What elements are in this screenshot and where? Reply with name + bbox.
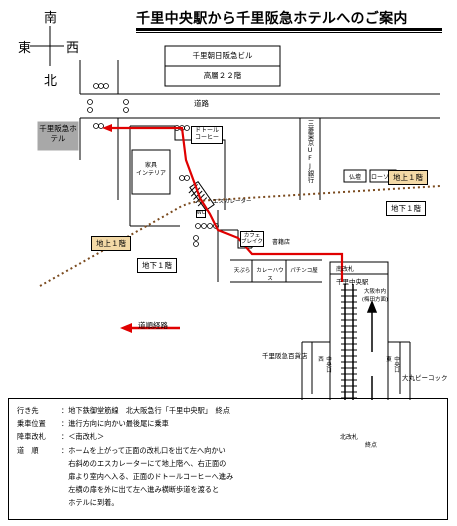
level-basement-left: 地下１階 <box>137 258 177 273</box>
building-floor: 高層２２階 <box>203 71 242 80</box>
interior-store <box>131 149 171 195</box>
lawson-label: ローソン <box>370 174 395 181</box>
level-basement-right: 地下１階 <box>386 201 426 216</box>
hotel-block <box>37 121 79 151</box>
title-underline-thin <box>136 32 442 33</box>
info-row-route-cont: 左横の扉を外に出て左へ進み横断歩道を渡ると <box>17 483 439 496</box>
north-gate-label: 北改札 <box>340 434 359 441</box>
building-name: 千里朝日阪急ビル <box>192 51 253 60</box>
info-label <box>17 457 61 470</box>
info-row-route: 道 順 ：ホームを上がって正面の改札口を出て左へ向かい <box>17 444 439 457</box>
rail-track <box>341 284 357 400</box>
station-box <box>329 261 389 400</box>
info-row-boarding: 乗車位置 ：進行方向に向かい最後尾に乗車 <box>17 417 439 430</box>
info-label: 降車改札 <box>17 432 46 442</box>
info-value: ：進行方向に向かい最後尾に乗車 <box>61 419 169 429</box>
info-value: 左横の扉を外に出て左へ進み横断歩道を渡ると <box>61 485 220 495</box>
info-label: 乗車位置 <box>17 419 46 429</box>
tempura-shop: 天ぷら <box>233 268 251 274</box>
doutor-coffee: ドトール コーヒー <box>191 126 223 144</box>
route-legend-label: 道順経路 <box>138 321 168 330</box>
south-gate-label: 南改札 <box>336 266 355 273</box>
directions-info-box: 行き先 ：地下鉄御堂筋線 北大阪急行「千里中央駅」 終点 乗車位置 ：進行方向に… <box>8 398 448 520</box>
escalator <box>188 180 215 212</box>
butsudan-label: 仏壇 <box>348 174 361 181</box>
info-label: 行き先 <box>17 406 39 415</box>
dept-store-label: 千里阪急百貨店 <box>262 352 308 360</box>
hotel-label: 千里阪急ホテル <box>39 124 77 143</box>
route-map <box>30 26 441 400</box>
info-row-destination: 行き先 ：地下鉄御堂筋線 北大阪急行「千里中央駅」 終点 <box>17 404 439 417</box>
page-title: 千里中央駅から千里阪急ホテルへのご案内 <box>136 11 408 27</box>
central-west-label: 中央口 西 <box>317 356 331 373</box>
pachinko-shop: パチンコ屋 <box>290 268 318 274</box>
wc-label: WC <box>196 210 206 218</box>
building-outline <box>130 125 226 210</box>
info-value: 扉より室内へ入る、正面のドトールコーヒーへ進み <box>61 472 234 482</box>
cafe-break: カフェ ブレイク <box>240 231 264 247</box>
info-row-gate: 降車改札 ：＜南改札＞ <box>17 430 439 443</box>
info-value: 右斜めのエスカレーターにて地上階へ、右正面の <box>61 458 227 468</box>
butsudan-shop <box>343 169 367 183</box>
info-label: 道 順 <box>17 445 39 455</box>
compass-east: 東 <box>18 41 32 56</box>
level-ground-left: 地上１階 <box>91 236 131 251</box>
station-name: 千里中央駅 <box>336 278 369 286</box>
title-underline <box>136 28 442 31</box>
info-value: ホテルに到着。 <box>61 498 119 508</box>
compass-west: 西 <box>66 41 80 56</box>
info-label <box>17 496 61 509</box>
info-value: ：ホームを上がって正面の改札口を出て左へ向かい <box>61 445 226 455</box>
info-row-route-cont: 右斜めのエスカレーターにて地上階へ、右正面の <box>17 457 439 470</box>
info-value: ：＜南改札＞ <box>61 432 105 442</box>
daimaru-label: 大丸ピーコック <box>402 374 448 382</box>
info-row-route-cont: ホテルに到着。 <box>17 496 439 509</box>
escalator-label: エスカレーター <box>213 199 252 205</box>
central-east-label: 中央口 東 <box>385 356 399 373</box>
bank-label: 三菱東京UFJ銀行 <box>306 120 314 183</box>
route-arrowhead <box>102 124 112 132</box>
bookstore-label: 書籍店 <box>272 239 291 246</box>
route-line <box>110 126 344 282</box>
direction-label: 大阪市内 (梅田方面) <box>361 289 389 303</box>
info-label <box>17 483 61 496</box>
info-label <box>17 470 61 483</box>
compass-south: 南 <box>44 11 58 26</box>
road-label: 道路 <box>194 99 209 108</box>
info-value: ：地下鉄御堂筋線 北大阪急行「千里中央駅」 終点 <box>61 406 230 415</box>
legend-route-arrow <box>120 323 132 333</box>
compass-north: 北 <box>44 74 58 89</box>
interior-label: 家具 インテリア <box>135 162 166 177</box>
level-boundary <box>39 185 441 287</box>
terminal-label: 終点 <box>365 442 378 449</box>
info-row-route-cont: 扉より室内へ入る、正面のドトールコーヒーへ進み <box>17 470 439 483</box>
platform-arrows <box>366 299 378 400</box>
curry-shop: カレーハウス <box>256 268 284 282</box>
level-ground-right: 地上１階 <box>388 170 428 185</box>
